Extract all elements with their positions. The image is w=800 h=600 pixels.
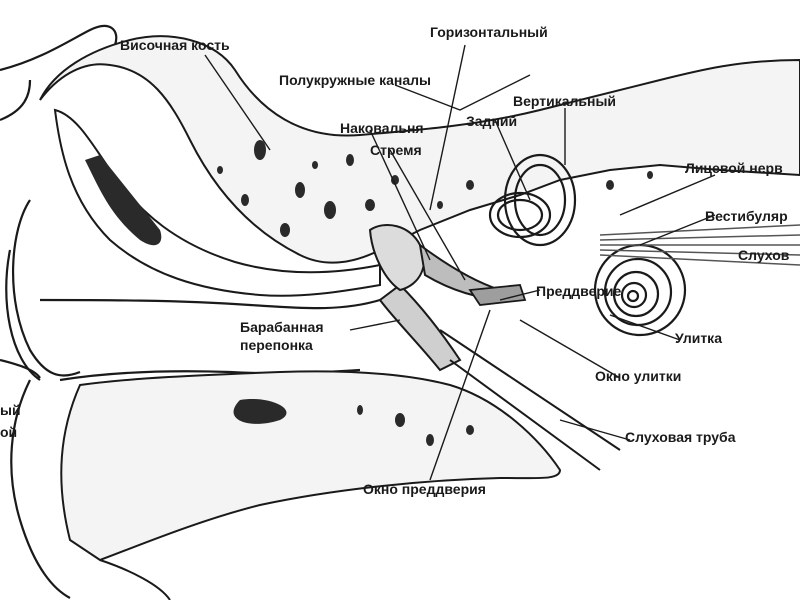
bottom-contour xyxy=(99,559,171,600)
label-stapes: Стремя xyxy=(370,142,422,158)
label-tympanic-membrane-line1: Барабанная xyxy=(240,319,324,335)
label-semicircular-canals: Полукружные каналы xyxy=(279,72,431,88)
label-vertical: Вертикальный xyxy=(513,93,617,109)
label-tympanic-membrane-line2: перепонка xyxy=(240,337,313,353)
label-posterior: Задний xyxy=(466,113,518,129)
middle-ear xyxy=(368,224,527,372)
lower-temporal-bone xyxy=(60,370,562,562)
label-temporal-bone: Височная кость xyxy=(120,37,230,53)
semicircular-canals xyxy=(488,153,577,247)
label-oval-window: Окно преддверия xyxy=(363,481,486,497)
eustachian-tube xyxy=(439,329,621,471)
label-cochlea: Улитка xyxy=(675,330,722,346)
label-facial-nerve: Лицевой нерв xyxy=(685,160,783,176)
label-round-window: Окно улитки xyxy=(595,368,682,384)
label-eustachian-tube: Слуховая труба xyxy=(625,429,736,445)
leader-lines xyxy=(204,44,716,481)
ear-canal xyxy=(39,298,381,382)
label-left-cut-1: ый xyxy=(0,402,21,418)
label-incus: Наковальня xyxy=(340,120,424,136)
label-auditory: Слухов xyxy=(738,247,790,263)
mastoid-air-cells xyxy=(217,140,653,237)
label-horizontal: Горизонтальный xyxy=(430,24,548,40)
label-left-cut-2: ой xyxy=(0,424,18,440)
dark-bone-region xyxy=(85,155,162,246)
auricle-outline xyxy=(0,24,118,599)
label-vestibule: Преддверие xyxy=(536,283,622,299)
auditory-nerve-bundle xyxy=(599,224,800,266)
label-vestibular: Вестибуляр xyxy=(705,208,788,224)
